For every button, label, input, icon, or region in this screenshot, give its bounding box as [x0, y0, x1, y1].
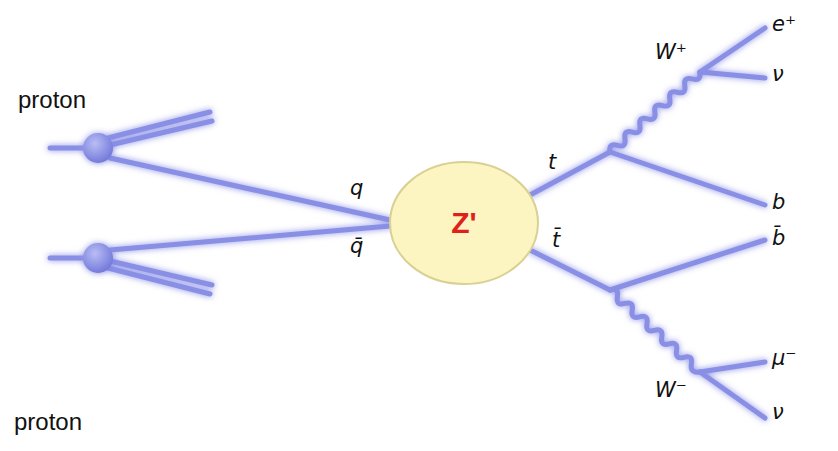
particle-lines: [50, 28, 765, 418]
particle-label: q: [350, 176, 363, 201]
particle-label: e⁺: [772, 12, 796, 37]
resonance-ellipse: Z': [388, 160, 540, 286]
particle-label: b: [772, 190, 785, 215]
particle-label: b̄: [772, 226, 785, 251]
proton-blob: [83, 133, 113, 163]
beam-label: proton: [18, 86, 86, 115]
proton-blob: [83, 243, 113, 273]
ellipse-shape: [390, 162, 538, 284]
particle-label: t: [548, 150, 556, 175]
boson-label: W⁺: [655, 40, 687, 65]
particle-label: ν: [772, 400, 784, 425]
boson-label: W⁻: [655, 378, 687, 403]
beam-label: proton: [14, 408, 82, 437]
particle-label: ν: [772, 62, 784, 87]
particle-label: q̄: [350, 234, 363, 259]
particle-label: t̄: [552, 228, 560, 253]
resonance-label: Z': [451, 205, 476, 241]
particle-label: μ⁻: [772, 346, 796, 371]
